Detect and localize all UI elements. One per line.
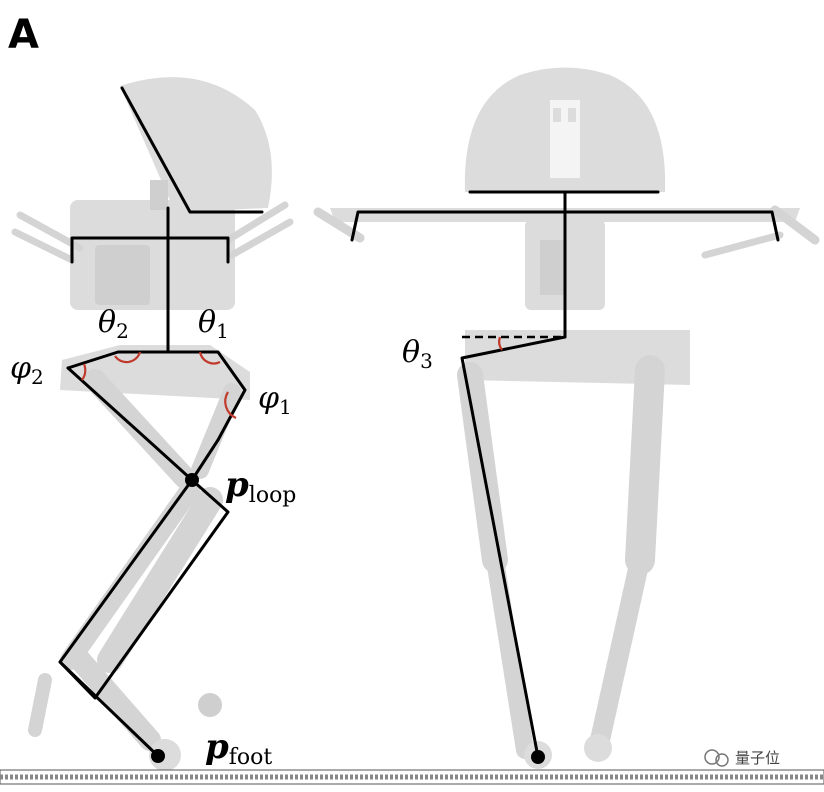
left-head-line [120,86,264,214]
theta2-arc [114,351,142,364]
theta1-arc [198,351,221,365]
left-shin-parallelogram [58,478,230,700]
left-shoulder-bracket [70,236,230,264]
p-foot-label: pfoot [205,727,272,770]
watermark: 量子位 [704,749,780,767]
theta3-label: θ3 [402,335,433,373]
theta2-label: θ2 [98,305,129,343]
left-skeleton [58,86,264,763]
left-foot-link [58,660,160,758]
theta1-label: θ1 [198,305,229,343]
phi2-arc [81,363,87,381]
phi2-label: φ2 [10,351,44,389]
panel-label: A [8,12,39,58]
right-hip-line [460,335,567,759]
p-loop-label: ploop [225,465,296,508]
right-arm-bar [350,210,780,242]
watermark-icon [704,749,720,765]
phi1-arc [224,391,237,420]
right-foot-point [531,750,545,764]
ground [0,769,824,785]
right-robot-silhouette [313,67,820,769]
phi1-label: φ1 [258,381,292,419]
labels: θ2 θ1 φ2 φ1 ploop pfoot θ3 [10,305,433,770]
left-pelvis [66,350,247,442]
left-thigh-rear [66,366,194,482]
theta3-arc [498,336,503,351]
left-robot-silhouette [11,77,294,771]
left-thigh-front [190,438,220,482]
watermark-text: 量子位 [735,749,780,767]
p-foot-point [151,749,165,763]
right-skeleton [350,190,780,764]
p-loop-point [185,473,199,487]
